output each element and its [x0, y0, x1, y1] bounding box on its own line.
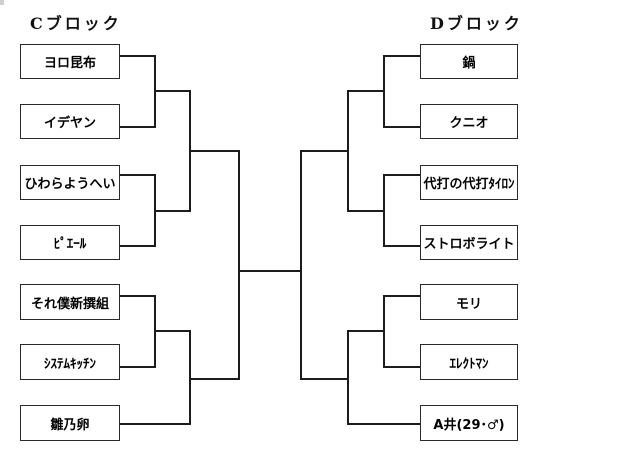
connector-c2-stub: [120, 126, 156, 128]
connector-grand-final: [238, 270, 302, 272]
connector-d-semi2-winner: [300, 378, 349, 380]
connector-c-semi2-winner: [189, 378, 240, 380]
player-box-d1: 鍋: [420, 44, 518, 79]
connector-d-match2-winner: [347, 210, 385, 212]
connector-d-semi2-vertical: [347, 330, 349, 425]
connector-c-semi1-winner: [189, 150, 240, 152]
player-box-d6: ｴﾚｸﾄﾏﾝ: [420, 344, 518, 380]
block-c-title: Cブロック: [30, 14, 122, 33]
connector-c-semi2-vertical: [189, 330, 191, 425]
player-box-d5: モリ: [420, 284, 518, 320]
connector-d-match1-winner: [347, 90, 385, 92]
player-box-c2: イデヤン: [20, 104, 120, 139]
connector-d-final-vertical: [300, 150, 302, 380]
player-box-c6: ｼｽﾃﾑｷｯﾁﾝ: [20, 344, 120, 380]
corner-artifact: [0, 0, 4, 5]
connector-c-match3-winner: [154, 330, 191, 332]
player-box-d2: クニオ: [420, 104, 518, 139]
player-box-c1: ヨロ昆布: [20, 44, 120, 79]
connector-d5-stub: [384, 295, 420, 297]
connector-d6-stub: [384, 366, 420, 368]
connector-d-match3-winner: [347, 330, 385, 332]
player-box-c3: ひわらようへい: [20, 165, 120, 200]
connector-c5-stub: [120, 295, 156, 297]
player-box-c5: それ僕新撰組: [20, 284, 120, 320]
connector-c-match1-winner: [154, 90, 191, 92]
connector-d-semi1-winner: [300, 150, 349, 152]
connector-c-match2-winner: [154, 210, 191, 212]
player-box-d4: ストロボライト: [420, 225, 518, 260]
connector-c7-stub: [120, 423, 191, 425]
connector-d4-stub: [384, 245, 420, 247]
player-box-c4: ﾋﾟｴｰﾙ: [20, 225, 120, 260]
connector-d1-stub: [384, 55, 420, 57]
connector-d7-stub: [347, 423, 420, 425]
connector-d3-stub: [384, 174, 420, 176]
connector-c-final-vertical: [238, 150, 240, 380]
player-box-d3: 代打の代打ﾀｲﾛﾝ: [420, 165, 518, 200]
connector-c6-stub: [120, 366, 156, 368]
connector-c4-stub: [120, 245, 156, 247]
block-d-title: Dブロック: [430, 14, 523, 33]
connector-c3-stub: [120, 174, 156, 176]
connector-c1-stub: [120, 55, 156, 57]
player-box-d7: A井(29･♂): [420, 405, 518, 441]
connector-d2-stub: [384, 126, 420, 128]
player-box-c7: 雛乃卵: [20, 405, 120, 441]
